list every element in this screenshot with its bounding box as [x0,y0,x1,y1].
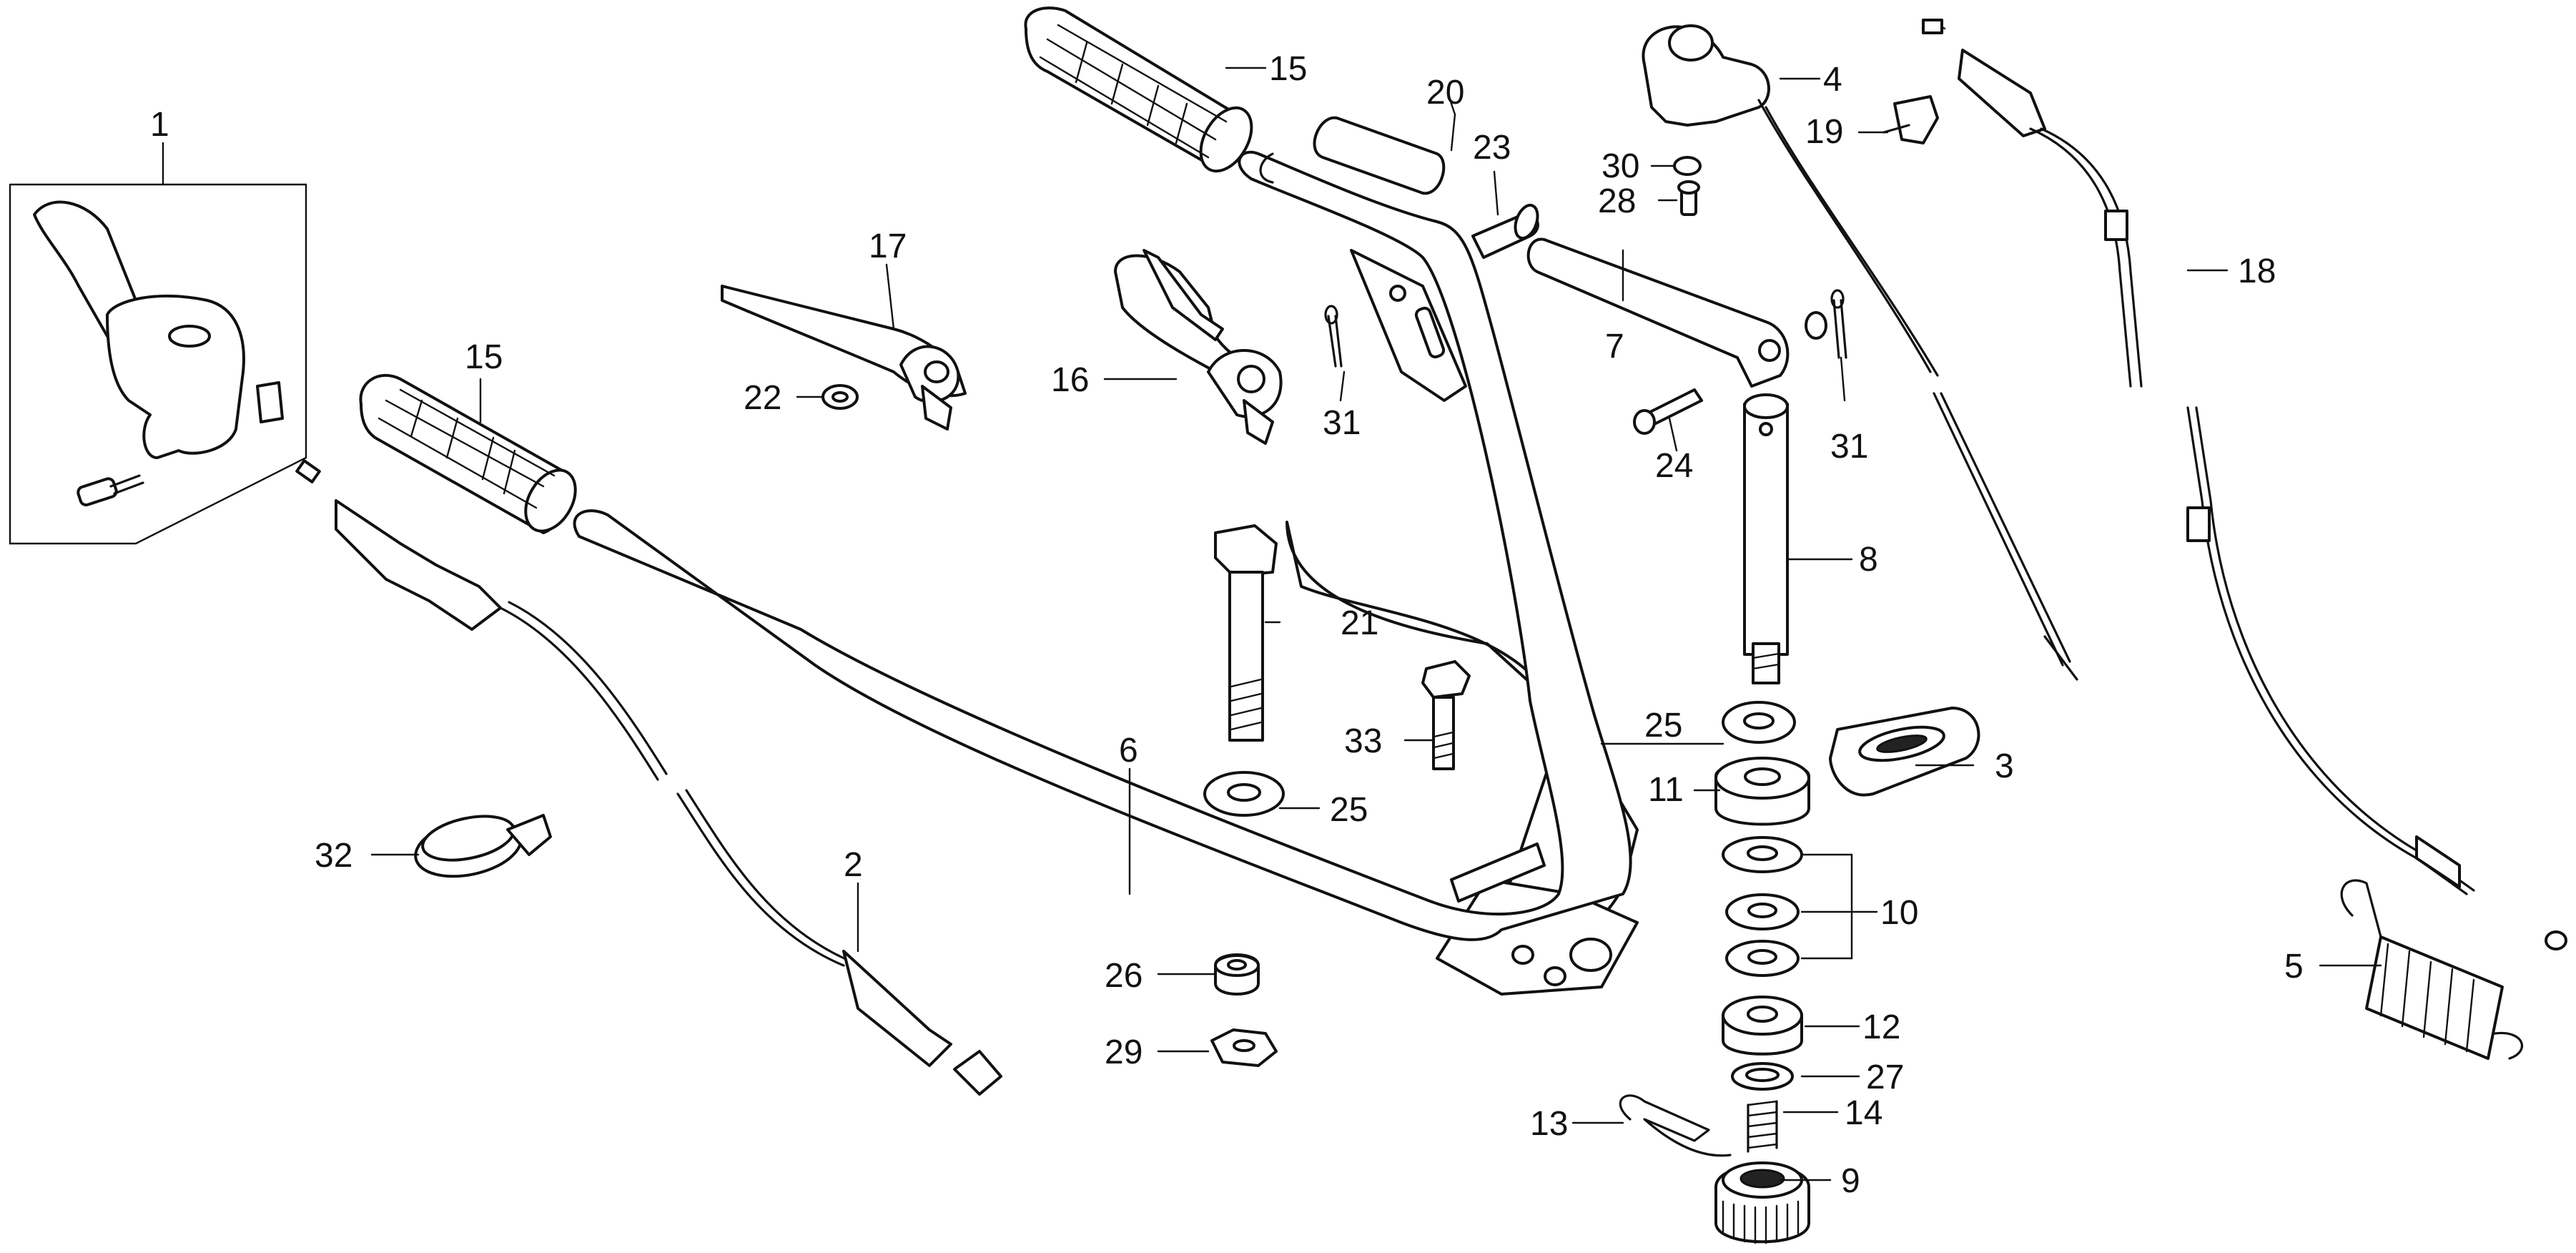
part-21-bolt [1214,524,1278,742]
part-27-washer [1731,1062,1794,1091]
callout-32: 32 [315,837,352,875]
part-29-nut [1210,1028,1278,1067]
part-4-throttle-housing [1642,24,1939,377]
part-23-pin [1471,203,1539,259]
part-11-rubber-mount [1714,757,1810,826]
part-18-cable [1922,19,2567,950]
throttle-cable-lower [1933,392,2078,681]
callout-5: 5 [2284,948,2304,986]
part-31-cotter-pin-right [1805,289,1847,359]
callout-25-right: 25 [1644,707,1682,745]
callout-22: 22 [744,379,781,417]
part-32-clamp [414,814,552,878]
callout-23: 23 [1473,129,1511,167]
part-16-brake-lever [1114,249,1283,445]
callout-4: 4 [1823,61,1842,99]
callout-31-right: 31 [1830,428,1868,466]
callout-18: 18 [2238,252,2276,290]
callout-14: 14 [1845,1094,1882,1132]
callout-2: 2 [844,846,863,884]
part-10-washer-3 [1725,940,1800,977]
part-24-pin [1633,388,1703,435]
part-9-knob [1714,1161,1810,1244]
part-1-throttle-lever-assembly [9,183,307,545]
part-20-pipe [1313,116,1446,195]
callout-33: 33 [1344,722,1382,760]
callout-7: 7 [1605,328,1624,365]
callout-1: 1 [150,106,169,144]
callout-9: 9 [1841,1162,1860,1200]
part-8-shaft [1743,393,1789,684]
callout-17: 17 [869,227,907,265]
callout-24: 24 [1655,447,1693,485]
part-28-screw [1677,180,1700,216]
part-19-clip [1882,95,1939,144]
part-25-washer-left [1203,771,1285,817]
part-7-lever-bar [1526,237,1790,388]
part-6-handlebar-frame [573,150,1639,996]
part-2-cable [295,459,1002,1096]
part-10-washer-2 [1725,893,1800,930]
part-15-grip-right [1024,6,1253,173]
callout-28: 28 [1598,182,1636,220]
callout-6: 6 [1119,732,1138,770]
part-13-spring-clip [1619,1094,1732,1157]
part-14-spring [1747,1100,1778,1153]
callout-27: 27 [1866,1058,1904,1096]
callout-13: 13 [1530,1105,1568,1143]
callout-12: 12 [1862,1008,1900,1046]
callout-30: 30 [1602,147,1639,185]
callout-29: 29 [1105,1033,1143,1071]
callout-25-left: 25 [1330,791,1368,829]
part-15-grip-left [359,374,577,534]
callout-26: 26 [1105,957,1143,995]
callout-21: 21 [1341,604,1378,642]
callout-numbers: 1 2 3 4 5 6 7 8 9 10 11 12 13 14 15 15 1… [150,50,2304,1200]
part-5-spring [2340,879,2523,1060]
callout-15-left: 15 [465,338,503,376]
part-1-screw [77,474,144,507]
part-30-washer [1673,156,1702,176]
callout-31-left: 31 [1323,404,1361,442]
leader-lines [162,67,2382,1181]
callout-16: 16 [1051,361,1089,399]
callout-20: 20 [1426,74,1464,112]
callout-19: 19 [1805,113,1843,151]
part-10-washer-1 [1722,836,1803,873]
part-12-rubber-mount [1722,996,1803,1056]
callout-8: 8 [1859,541,1878,579]
part-26-collar [1214,953,1260,996]
part-3-rubber-cover [1829,707,1980,797]
part-31-cotter-pin-left [1324,305,1343,368]
callout-3: 3 [1995,747,2014,785]
callout-11: 11 [1648,771,1684,809]
part-25-washer-right [1722,701,1796,744]
part-22-washer [821,384,859,410]
part-33-bolt [1421,660,1471,770]
callout-10: 10 [1880,894,1918,932]
part-17-lever [721,285,967,431]
callout-15-right: 15 [1269,50,1307,88]
